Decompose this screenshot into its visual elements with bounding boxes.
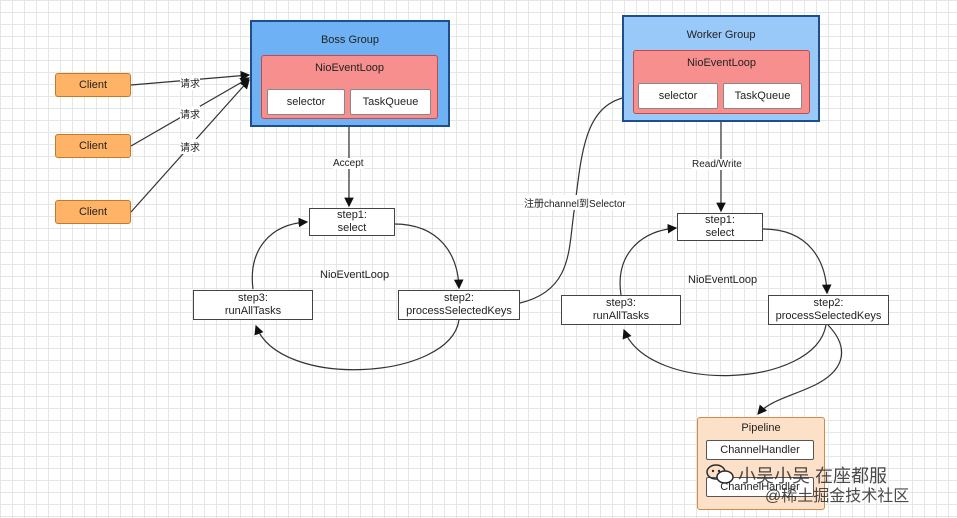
register-label: 注册channel到Selector — [524, 195, 626, 210]
boss-step1-label: step1: — [337, 209, 367, 221]
channel-handler-1: ChannelHandler — [706, 440, 814, 460]
boss-loop-arrow-1-2 — [393, 223, 464, 290]
worker-nioeventloop-title: NioEventLoop — [686, 57, 757, 69]
boss-step3: step3: runAllTasks — [193, 290, 313, 320]
watermark-text-1: 小吴小吴 在座都服 — [738, 466, 888, 486]
client-box-1: Client — [55, 73, 131, 97]
boss-loop-arrow-2-3 — [254, 319, 460, 371]
worker-loop-center-label: NioEventLoop — [688, 274, 758, 286]
boss-loop-center-label: NioEventLoop — [320, 269, 390, 281]
worker-taskqueue: TaskQueue — [723, 83, 802, 109]
boss-step2: step2: processSelectedKeys — [398, 290, 520, 320]
boss-step1: step1: select — [309, 208, 395, 236]
worker-loop-arrow-2-3 — [622, 324, 827, 377]
worker-step2: step2: processSelectedKeys — [768, 295, 889, 325]
worker-step3-label: step3: — [606, 297, 636, 309]
boss-selector: selector — [267, 89, 345, 115]
worker-step3-text: runAllTasks — [592, 310, 650, 322]
boss-group-title: Boss Group — [320, 34, 380, 46]
worker-step1-text: select — [705, 227, 735, 239]
request-label-2: 请求 — [180, 106, 200, 121]
worker-step3: step3: runAllTasks — [561, 295, 681, 325]
worker-step2-label: step2: — [813, 297, 844, 309]
boss-step2-label: step2: — [444, 292, 474, 304]
worker-loop-arrow-3-1 — [619, 223, 678, 296]
boss-nioeventloop-title: NioEventLoop — [314, 62, 385, 74]
boss-step3-label: step3: — [238, 292, 268, 304]
worker-loop-arrow-1-2 — [762, 228, 832, 295]
client-box-3: Client — [55, 200, 131, 224]
pipeline-title: Pipeline — [741, 422, 781, 434]
request-label-3: 请求 — [180, 139, 200, 154]
boss-step2-text: processSelectedKeys — [406, 305, 512, 317]
boss-loop-arrow-3-1 — [251, 217, 309, 290]
boss-taskqueue: TaskQueue — [350, 89, 431, 115]
client-box-2: Client — [55, 134, 131, 158]
watermark-text-2: @稀土掘金技术社区 — [765, 488, 910, 505]
channel-handler-2: ChannelHandler — [706, 477, 814, 497]
accept-label: Accept — [333, 158, 364, 169]
boss-step1-text: select — [337, 222, 367, 234]
request-label-1: 请求 — [180, 75, 200, 90]
boss-step3-text: runAllTasks — [224, 305, 282, 317]
worker-group-title: Worker Group — [686, 29, 756, 41]
pipeline-arrow — [757, 324, 843, 415]
worker-step1: step1: select — [677, 213, 763, 241]
wechat-icon — [705, 462, 735, 486]
worker-step1-label: step1: — [705, 214, 735, 226]
worker-selector: selector — [638, 83, 718, 109]
readwrite-label: Read/Write — [692, 159, 742, 170]
worker-step2-text: processSelectedKeys — [775, 310, 882, 322]
